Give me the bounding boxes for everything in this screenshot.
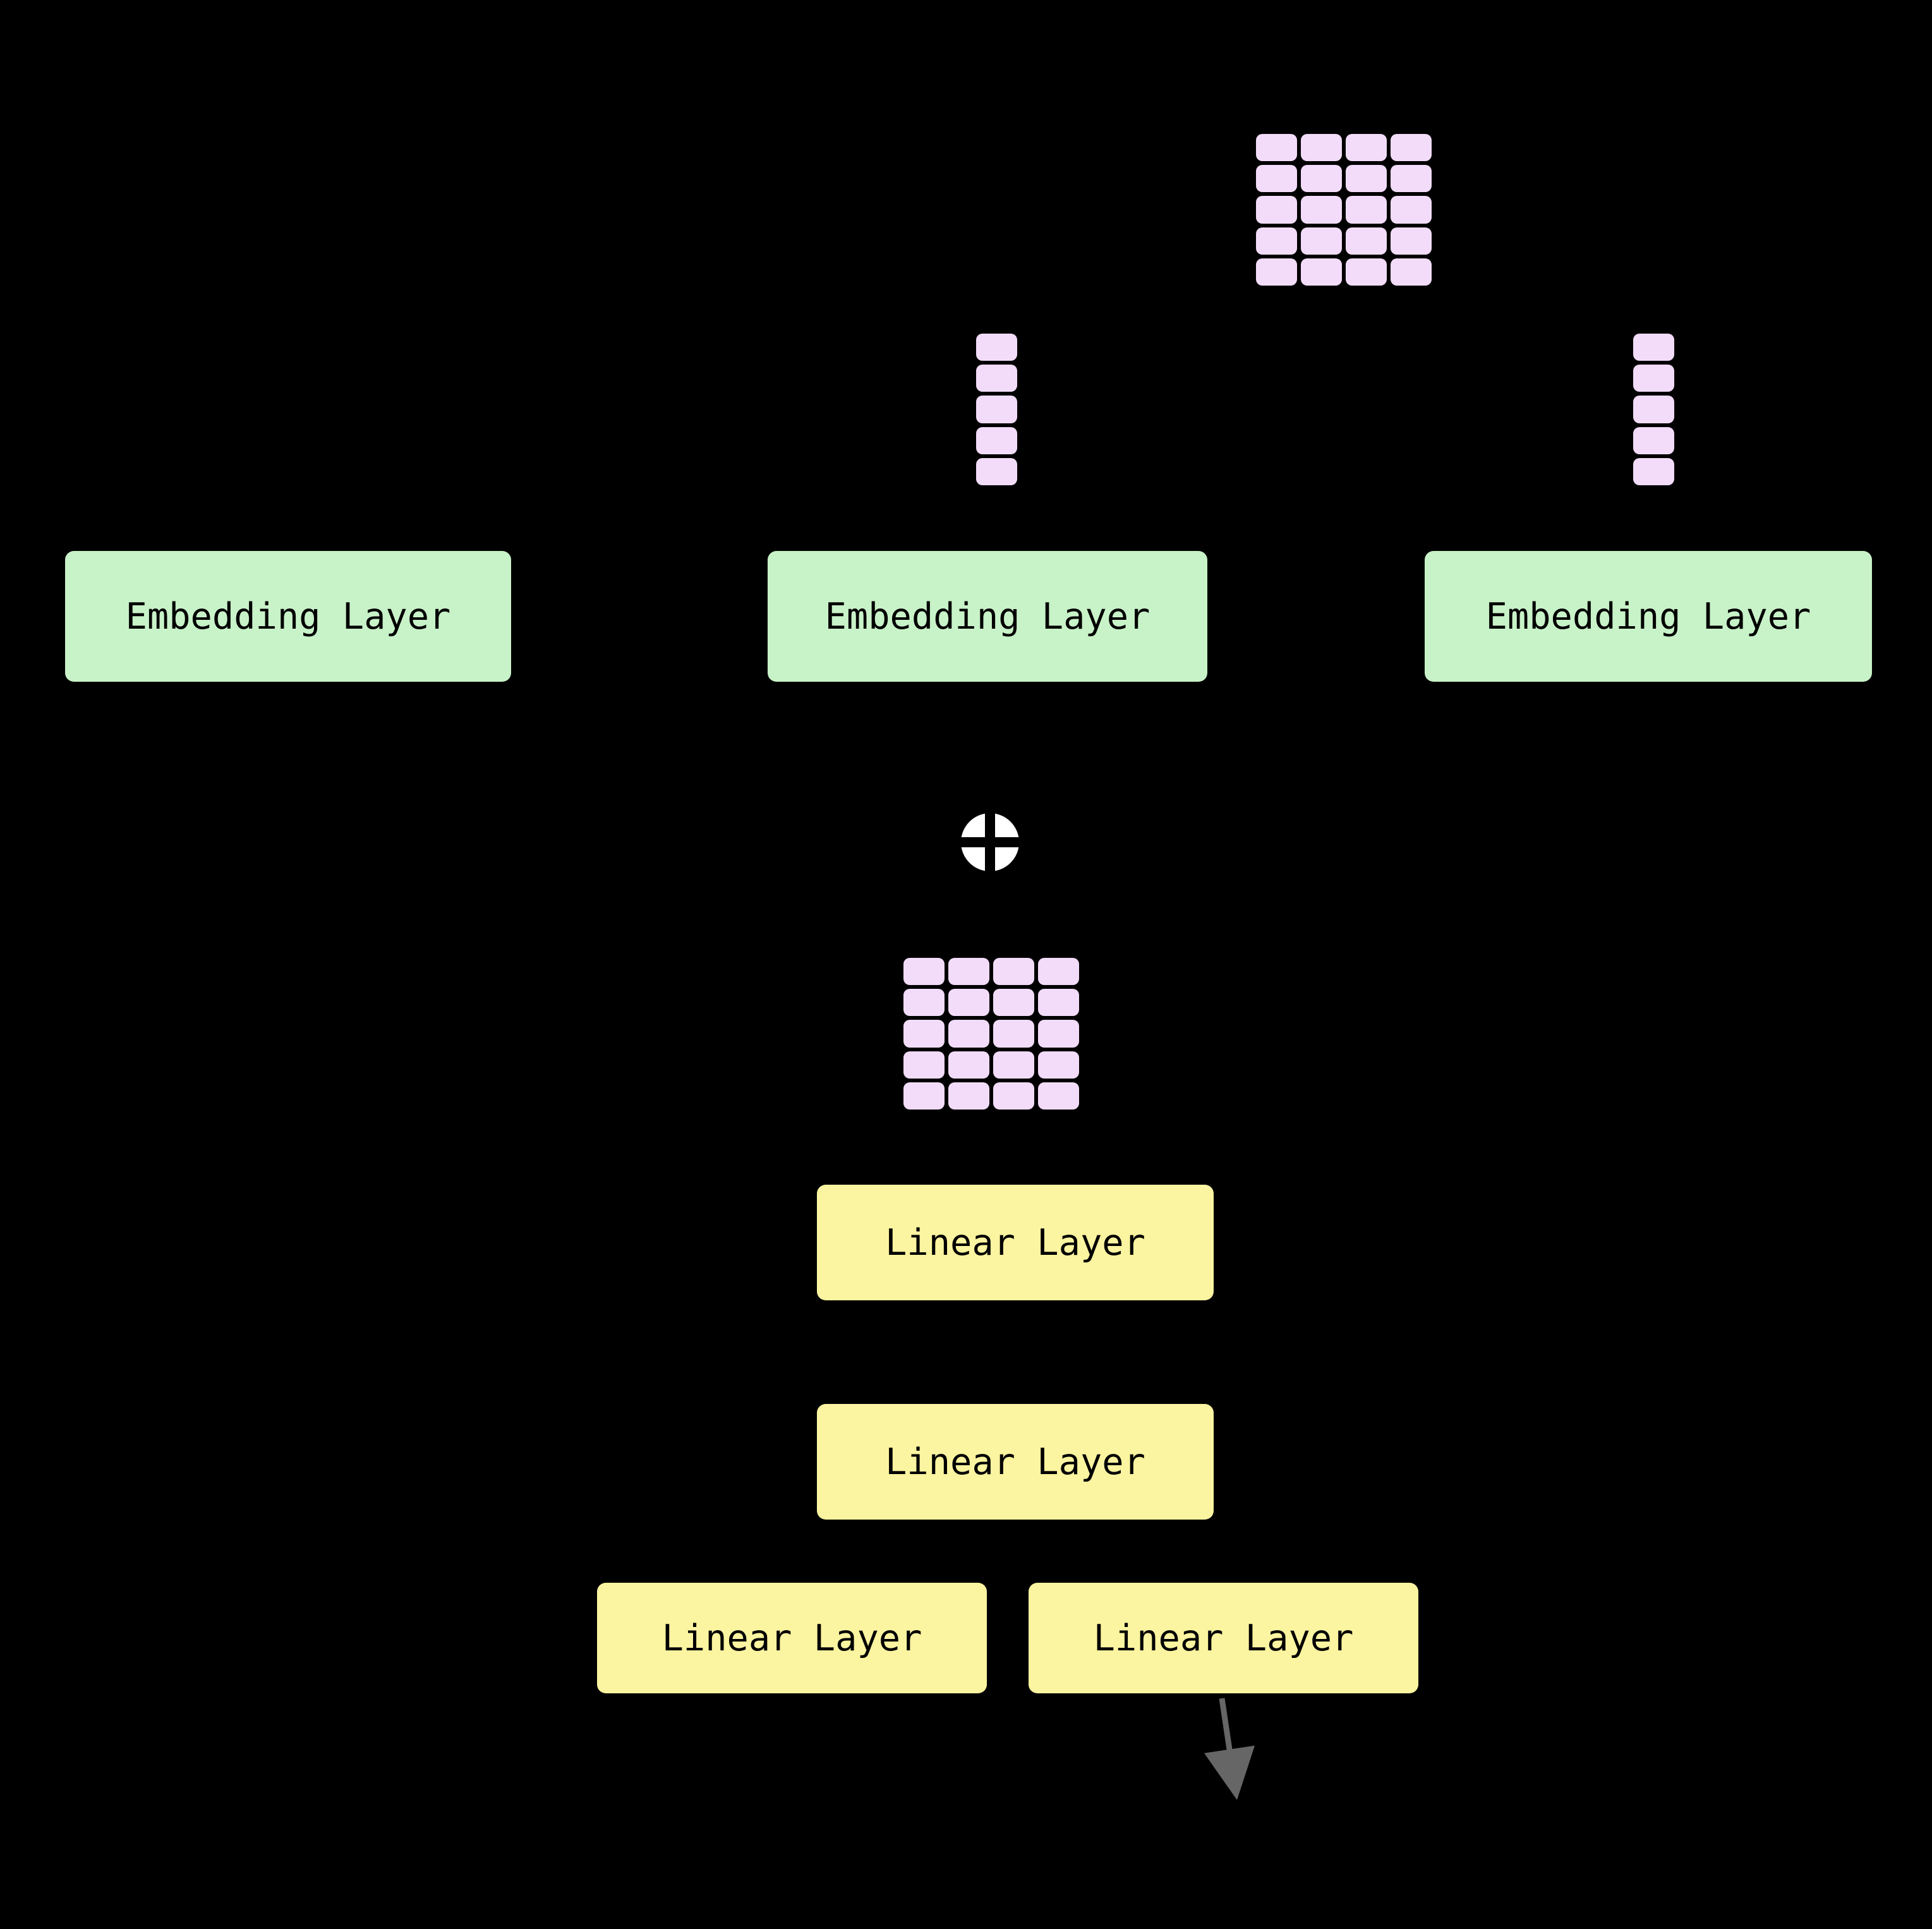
tensor-cell [1391,258,1432,286]
tensor-cell [948,1020,989,1048]
tensor-cell [948,989,989,1017]
tensor-cell [976,426,1017,454]
tensor-cell [1346,196,1387,224]
tensor-cell [993,958,1034,986]
tensor-cell [948,1051,989,1079]
tensor-cell [993,1082,1034,1110]
tensor-cell [903,989,945,1017]
tensor-cell [1391,165,1432,193]
tensor-cell [1301,196,1342,224]
tensor-cell [903,1082,945,1110]
tensor-cell [1256,196,1297,224]
tensor-input-vector-middle [976,334,1017,485]
tensor-cell [976,396,1017,423]
tensor-cell [1256,165,1297,193]
tensor-cell [903,1051,945,1079]
tensor-cell [1346,258,1387,286]
tensor-cell [1633,457,1674,485]
tensor-input-matrix [1256,134,1432,286]
tensor-cell [1633,396,1674,423]
tensor-cell [1038,1020,1079,1048]
tensor-cell [1391,196,1432,224]
tensor-cell [1633,365,1674,392]
tensor-cell [903,958,945,986]
tensor-input-vector-right [1633,334,1674,485]
add-operator-icon [957,809,1023,875]
tensor-cell [1346,134,1387,162]
tensor-cell [1256,227,1297,255]
tensor-cell [993,1020,1034,1048]
tensor-cell [1038,1082,1079,1110]
tensor-cell [1038,1051,1079,1079]
tensor-cell [1391,227,1432,255]
tensor-cell [1301,227,1342,255]
add-operator-vertical-bar [985,809,995,875]
tensor-cell [1633,426,1674,454]
tensor-cell [1346,227,1387,255]
tensor-cell [993,1051,1034,1079]
tensor-cell [1038,989,1079,1017]
output-arrow-line [1204,1698,1255,1800]
tensor-cell [993,989,1034,1017]
tensor-cell [1633,334,1674,361]
tensor-cell [976,365,1017,392]
tensor-cell [976,334,1017,361]
tensor-cell [1301,258,1342,286]
tensor-cell [1301,165,1342,193]
tensor-cell [1346,165,1387,193]
tensor-cell [1301,134,1342,162]
tensor-cell [1391,134,1432,162]
tensor-cell [976,457,1017,485]
tensor-cell [1256,258,1297,286]
tensor-cell [1038,958,1079,986]
tensor-cell [903,1020,945,1048]
tensor-cell [1256,134,1297,162]
tensor-cell [948,958,989,986]
tensor-summed-matrix [903,958,1079,1110]
tensor-cell [948,1082,989,1110]
